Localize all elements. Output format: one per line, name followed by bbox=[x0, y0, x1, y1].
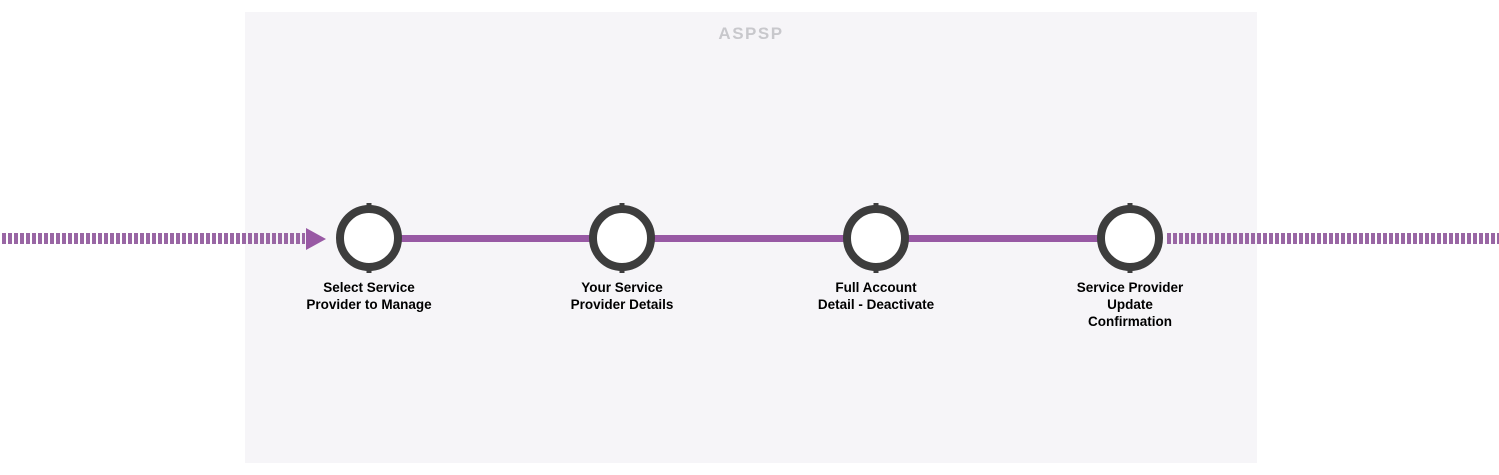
flow-arrowhead-icon bbox=[306, 228, 326, 250]
step-label-service-provider-details: Your Service Provider Details bbox=[512, 279, 732, 313]
step-label-line: Your Service bbox=[581, 280, 663, 295]
step-label-line: Provider Details bbox=[570, 297, 674, 312]
step-node-service-provider-details bbox=[589, 205, 655, 271]
step-label-line: Detail - Deactivate bbox=[817, 297, 935, 312]
step-label-full-account-detail: Full Account Detail - Deactivate bbox=[766, 279, 986, 313]
step-label-line: Provider to Manage bbox=[306, 297, 432, 312]
outgoing-dashed-flow-line bbox=[1167, 233, 1499, 244]
step-node-update-confirmation bbox=[1097, 205, 1163, 271]
step-label-line: Service Provider bbox=[1076, 280, 1184, 295]
step-label-line: Select Service bbox=[323, 280, 415, 295]
step-label-update-confirmation: Service Provider Update Confirmation bbox=[1020, 279, 1240, 330]
connector-step1-step2 bbox=[397, 235, 595, 242]
step-node-select-service-provider bbox=[336, 205, 402, 271]
incoming-dashed-flow-line bbox=[2, 233, 305, 244]
step-node-full-account-detail bbox=[843, 205, 909, 271]
connector-step2-step3 bbox=[650, 235, 849, 242]
step-label-line: Update bbox=[1107, 297, 1153, 312]
connector-step3-step4 bbox=[904, 235, 1103, 242]
panel-title: ASPSP bbox=[718, 24, 784, 43]
step-label-line: Full Account bbox=[835, 280, 917, 295]
step-label-select-service-provider: Select Service Provider to Manage bbox=[259, 279, 479, 313]
step-label-line: Confirmation bbox=[1088, 314, 1172, 329]
